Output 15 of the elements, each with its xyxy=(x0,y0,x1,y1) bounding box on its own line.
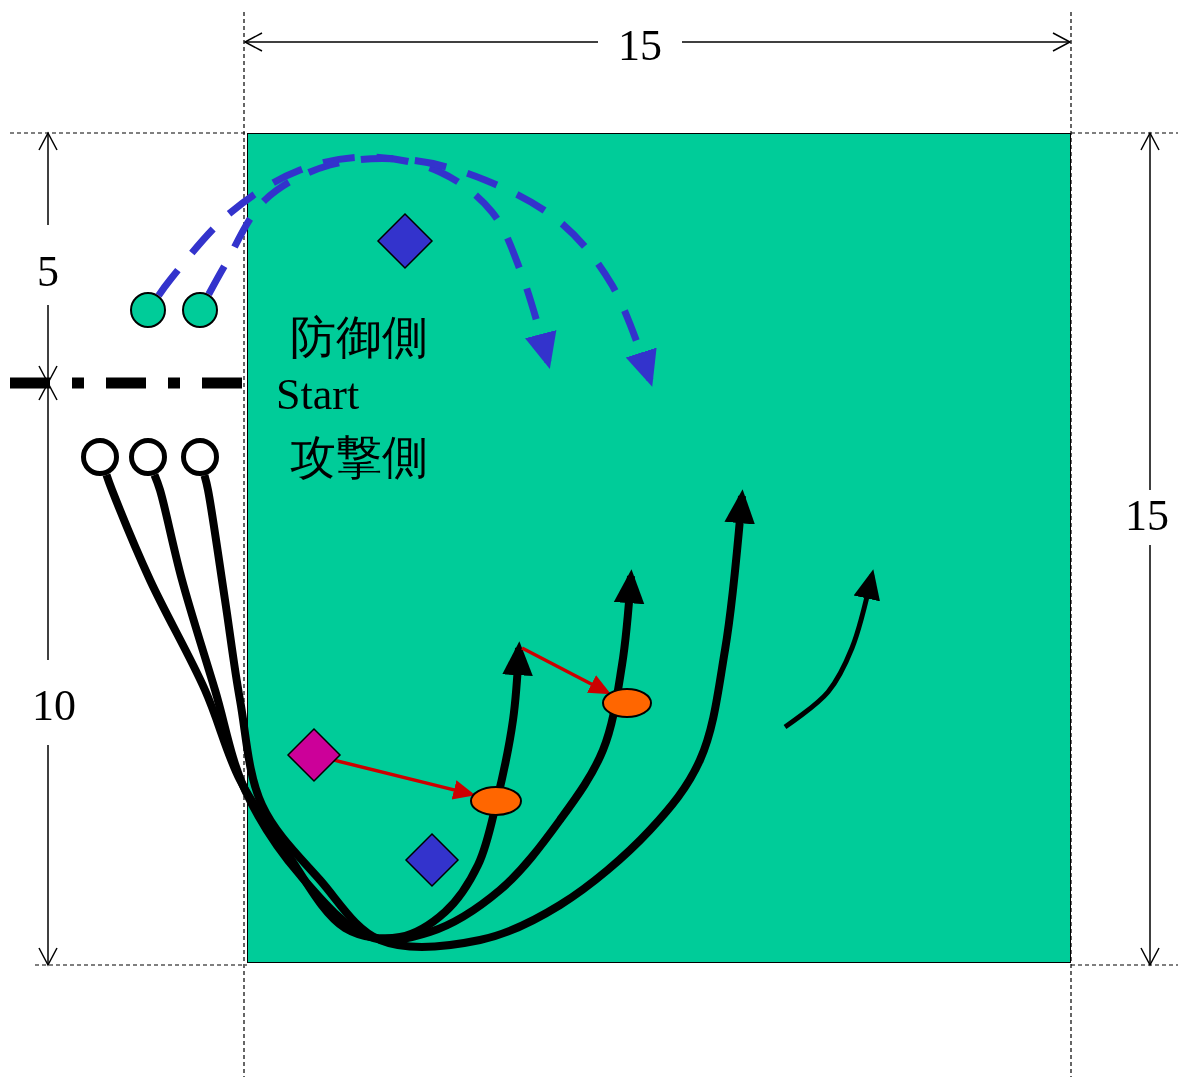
run-path-arrow xyxy=(150,473,645,944)
dimension-label: 5 xyxy=(37,250,59,294)
dimension-label: 15 xyxy=(1125,494,1169,538)
dashed-run-arrow xyxy=(205,155,657,387)
pass-arrow xyxy=(332,758,476,800)
start-label: Start xyxy=(276,373,360,417)
dashed-run-arrow xyxy=(155,153,557,369)
field-area xyxy=(247,133,1071,963)
run-path-arrow xyxy=(102,473,533,943)
pass-arrow xyxy=(521,646,611,695)
dimension-label: 15 xyxy=(618,24,662,68)
team-label: 攻撃側 xyxy=(290,434,428,480)
run-path-arrow xyxy=(200,474,755,951)
dimension-label: 10 xyxy=(32,684,76,728)
team-label: 防御側 xyxy=(290,314,428,360)
